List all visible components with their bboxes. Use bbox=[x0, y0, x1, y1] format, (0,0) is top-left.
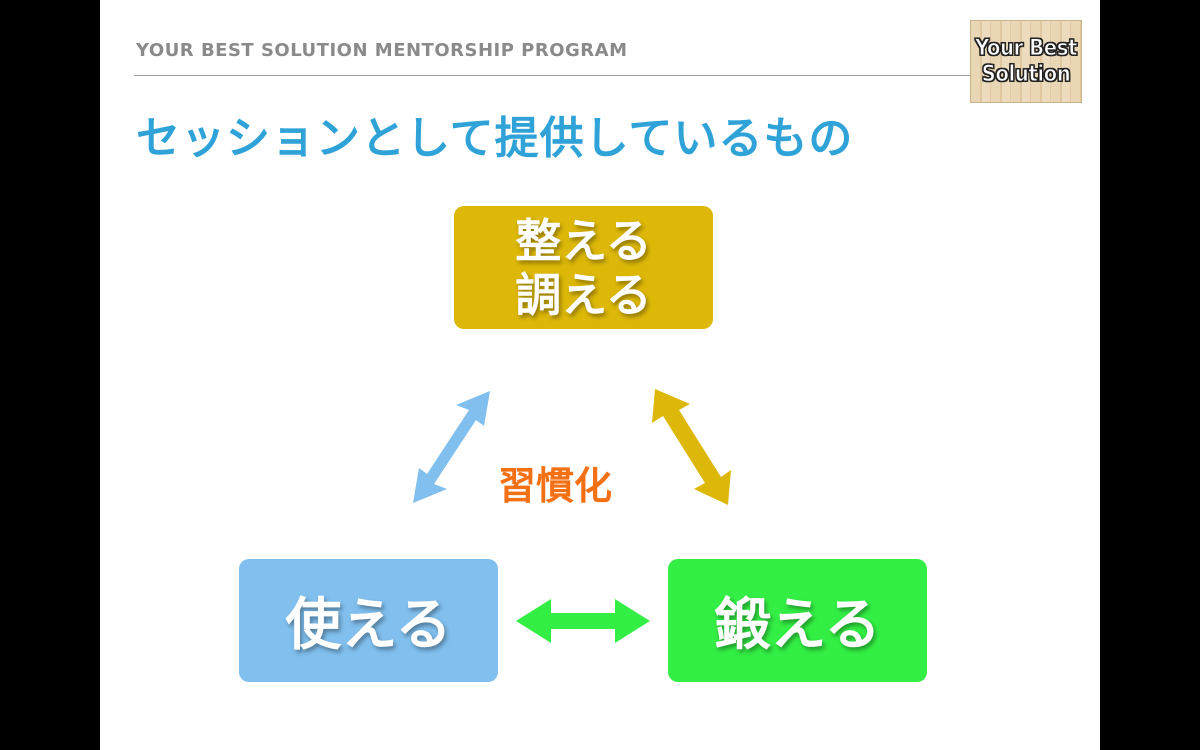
box-totonoeru: 整える 調える bbox=[454, 206, 713, 329]
diagram-arrows bbox=[413, 389, 731, 643]
arrow-left-right bbox=[516, 599, 650, 643]
arrow-left-top bbox=[413, 391, 490, 503]
slide: YOUR BEST SOLUTION MENTORSHIP PROGRAM Yo… bbox=[100, 0, 1100, 750]
box-left-label: 使える bbox=[285, 593, 452, 658]
box-right-label: 鍛える bbox=[714, 593, 881, 658]
center-label-habit: 習慣化 bbox=[498, 464, 613, 508]
box-top-line-1: 整える bbox=[515, 213, 652, 268]
slide-title: セッションとして提供しているもの bbox=[136, 113, 854, 164]
box-tsukaeru: 使える bbox=[239, 559, 498, 682]
logo-line-1: Your Best bbox=[975, 35, 1078, 61]
box-top-line-2: 調える bbox=[515, 267, 652, 322]
brand-logo: Your Best Solution bbox=[970, 20, 1082, 103]
logo-line-2: Solution bbox=[981, 61, 1071, 87]
program-header: YOUR BEST SOLUTION MENTORSHIP PROGRAM bbox=[136, 40, 628, 61]
box-kitaeru: 鍛える bbox=[668, 559, 927, 682]
header-divider bbox=[134, 75, 970, 76]
arrow-top-right bbox=[652, 389, 731, 505]
